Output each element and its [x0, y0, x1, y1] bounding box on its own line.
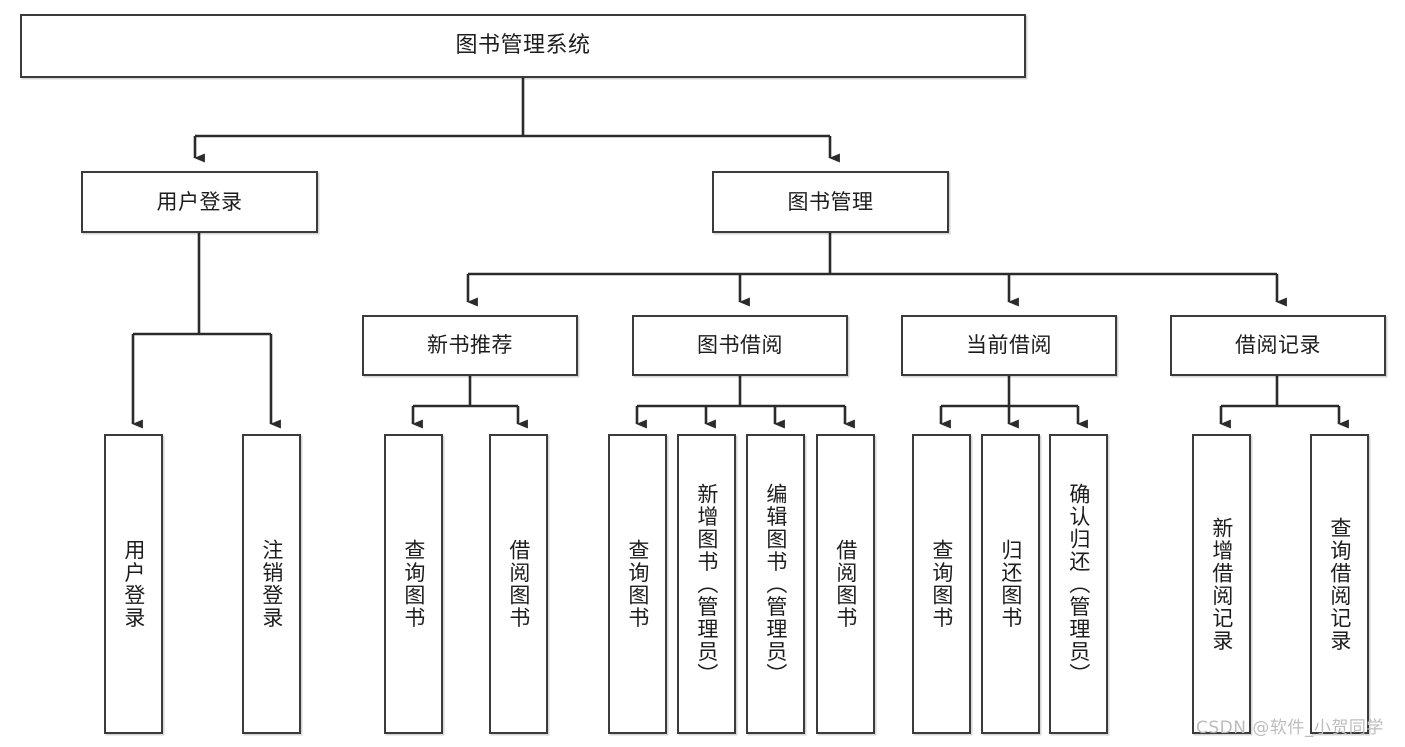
leaf-query-borrow-record[interactable]: 查询借阅记录 [1310, 434, 1369, 734]
leaf-borrow-book[interactable]: 借阅图书 [816, 434, 875, 734]
node-borrow-record[interactable]: 借阅记录 [1170, 315, 1386, 376]
node-user-login[interactable]: 用户登录 [81, 171, 318, 233]
node-label: 图书管理系统 [455, 33, 591, 59]
node-label: 新增借阅记录 [1209, 516, 1234, 652]
leaf-return-book[interactable]: 归还图书 [981, 434, 1040, 734]
node-label: 用户登录 [156, 189, 243, 214]
leaf-borrow-book-recommend[interactable]: 借阅图书 [489, 434, 548, 734]
leaf-logout-login[interactable]: 注销登录 [242, 434, 301, 734]
node-label: 当前借阅 [966, 333, 1052, 358]
node-label: 借阅图书 [833, 539, 858, 629]
watermark-credit: CSDN @软件_小贺同学 [1196, 718, 1384, 738]
node-label: 查询图书 [625, 539, 650, 629]
node-label: 归还图书 [998, 539, 1023, 629]
leaf-query-book-current[interactable]: 查询图书 [912, 434, 971, 734]
node-label: 借阅图书 [506, 539, 531, 629]
node-label: 新书推荐 [427, 333, 513, 358]
node-book-management[interactable]: 图书管理 [712, 171, 949, 233]
node-label: 新增图书（管理员） [694, 482, 719, 686]
leaf-edit-book-admin[interactable]: 编辑图书（管理员） [746, 434, 805, 734]
node-label: 查询图书 [929, 539, 954, 629]
node-label: 借阅记录 [1235, 333, 1321, 358]
node-current-borrow[interactable]: 当前借阅 [901, 315, 1117, 376]
leaf-confirm-return-admin[interactable]: 确认归还（管理员） [1049, 434, 1108, 734]
leaf-query-book-recommend[interactable]: 查询图书 [384, 434, 443, 734]
node-label: 图书管理 [787, 189, 874, 214]
leaf-user-login[interactable]: 用户登录 [104, 434, 163, 734]
node-label: 查询借阅记录 [1327, 516, 1352, 652]
node-root-library-management-system[interactable]: 图书管理系统 [20, 14, 1026, 78]
leaf-query-book-borrow[interactable]: 查询图书 [608, 434, 667, 734]
node-label: 查询图书 [401, 539, 426, 629]
leaf-add-borrow-record[interactable]: 新增借阅记录 [1192, 434, 1251, 734]
node-label: 图书借阅 [697, 333, 783, 358]
node-book-borrow[interactable]: 图书借阅 [632, 315, 848, 376]
node-new-book-recommend[interactable]: 新书推荐 [362, 315, 578, 376]
node-label: 用户登录 [121, 539, 146, 629]
node-label: 注销登录 [259, 539, 284, 629]
node-label: 编辑图书（管理员） [763, 482, 788, 686]
node-label: 确认归还（管理员） [1066, 482, 1091, 686]
leaf-add-book-admin[interactable]: 新增图书（管理员） [677, 434, 736, 734]
